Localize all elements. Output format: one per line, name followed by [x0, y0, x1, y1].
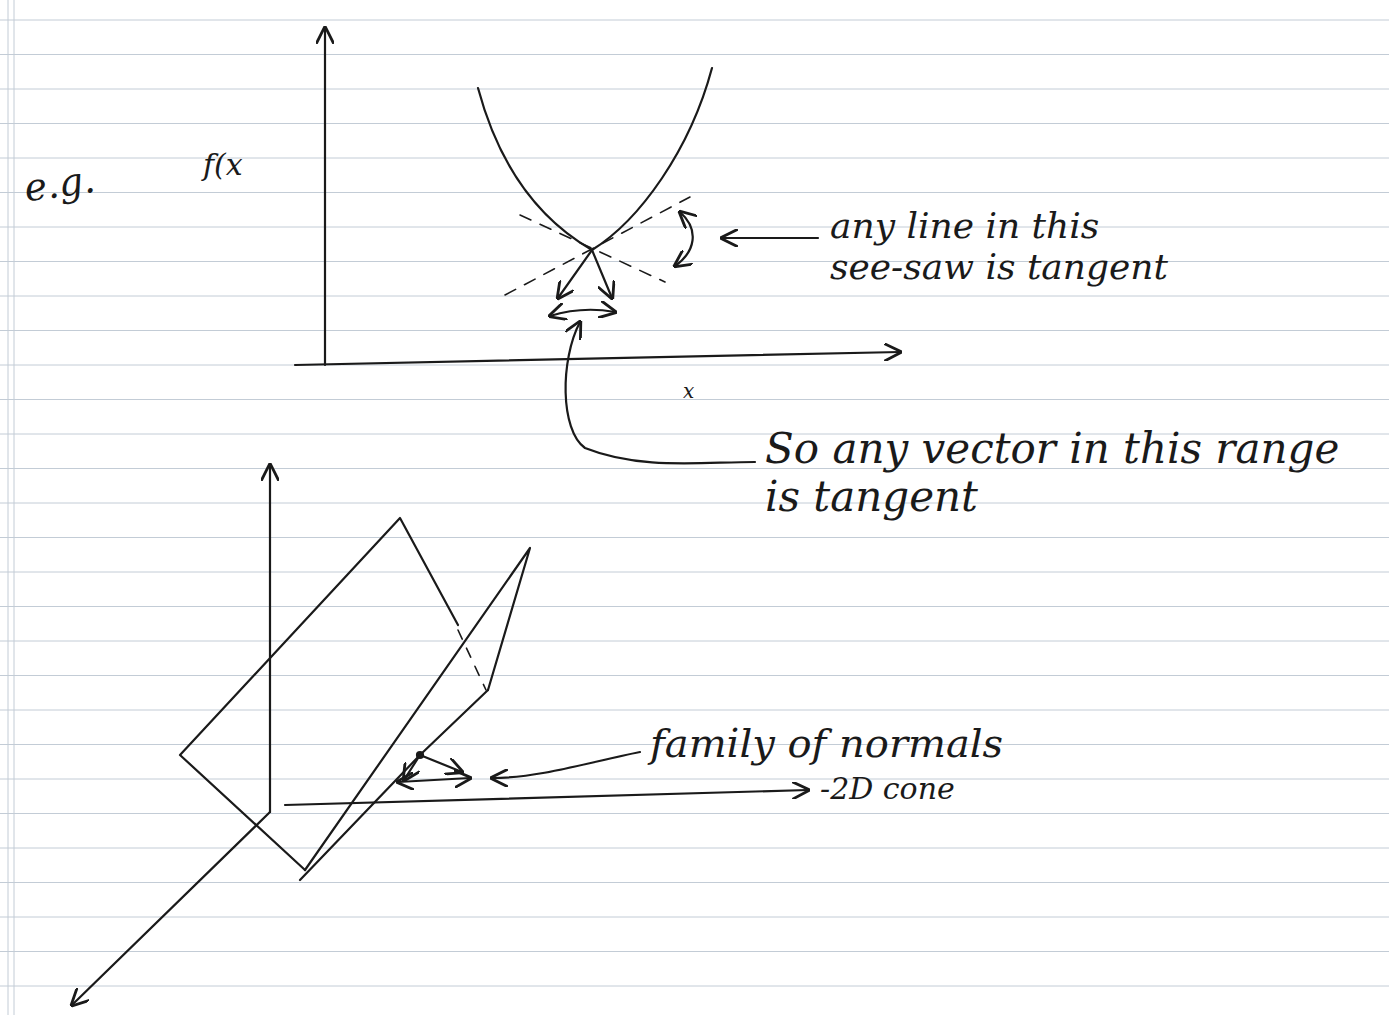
range-arrow	[550, 310, 615, 316]
tangent-dashed	[505, 197, 690, 295]
rotation-arrow	[675, 212, 693, 266]
rule-line	[0, 848, 1389, 849]
note-text: x	[683, 380, 723, 403]
rule-line	[0, 813, 1389, 814]
z-axis	[269, 465, 271, 812]
plane-kink	[420, 690, 488, 755]
margin-lines	[8, 0, 14, 1015]
x-axis	[295, 352, 900, 365]
rule-line	[0, 399, 1389, 400]
rule-line	[0, 503, 1389, 504]
rule-line	[0, 917, 1389, 918]
rule-line	[0, 20, 1389, 21]
rule-line	[0, 123, 1389, 124]
rule-line	[0, 537, 1389, 538]
y-axis	[324, 28, 326, 365]
rule-line	[0, 296, 1389, 297]
note-text: -2D cone	[820, 772, 1060, 807]
range-arrow	[398, 778, 470, 782]
handwritten-note: So any vector in this range is tangent	[765, 425, 1355, 522]
paper-ruling	[0, 20, 1389, 986]
leader-line	[566, 322, 755, 463]
pointer-arrow	[722, 237, 818, 239]
rule-line	[0, 675, 1389, 676]
rule-line	[0, 882, 1389, 883]
note-text: any line in this see-saw is tangent	[830, 205, 1170, 288]
y-axis-3d	[72, 812, 270, 1005]
function-curve	[478, 68, 712, 250]
normal-arrow	[404, 755, 420, 780]
rule-line	[0, 261, 1389, 262]
handwritten-note: e.g.	[21, 153, 136, 212]
handwritten-note: f(x	[203, 148, 293, 183]
rule-line	[0, 365, 1389, 366]
handwritten-note: x	[683, 380, 723, 403]
vector-arrow	[558, 250, 592, 298]
handwritten-note: family of normals	[650, 720, 1270, 766]
leader-line	[492, 752, 640, 778]
rule-line	[0, 192, 1389, 193]
note-text: So any vector in this range is tangent	[765, 425, 1355, 522]
plane-hidden-edge	[458, 630, 486, 690]
rule-line	[0, 986, 1389, 987]
rule-line	[0, 227, 1389, 228]
note-text: f(x	[203, 148, 293, 183]
vector-arrow	[592, 250, 612, 298]
plane-left	[180, 518, 458, 870]
plane-kink	[300, 755, 420, 880]
x-axis-3d	[285, 790, 808, 805]
rule-line	[0, 330, 1389, 331]
rule-line	[0, 606, 1389, 607]
rule-line	[0, 710, 1389, 711]
rule-line	[0, 951, 1389, 952]
rule-line	[0, 54, 1389, 55]
rule-line	[0, 641, 1389, 642]
handwritten-note: any line in this see-saw is tangent	[830, 205, 1170, 288]
rule-line	[0, 572, 1389, 573]
tangent-dashed	[520, 215, 665, 282]
handwritten-note: -2D cone	[820, 772, 1060, 807]
note-text: e.g.	[21, 153, 136, 212]
note-text: family of normals	[650, 720, 1270, 766]
rule-line	[0, 89, 1389, 90]
plane-right	[305, 548, 530, 870]
rule-line	[0, 779, 1389, 780]
normal-arrow	[420, 755, 462, 772]
